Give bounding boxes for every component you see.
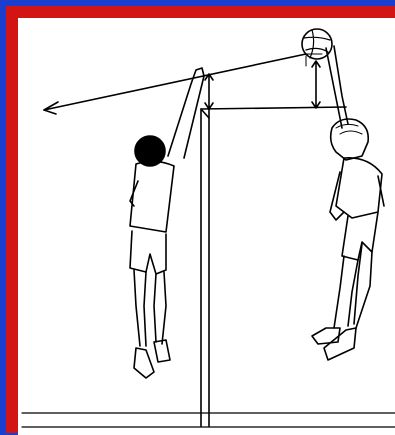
net-post	[201, 109, 209, 426]
blocker-figure	[130, 68, 204, 378]
spiker-figure	[312, 46, 384, 360]
net-top	[201, 107, 346, 118]
inner-border	[6, 6, 395, 433]
spike-height-arrow	[312, 61, 320, 108]
trajectory-arrow	[44, 54, 306, 110]
block-height-arrow	[205, 74, 213, 109]
volleyball-illustration	[18, 18, 395, 435]
illustration-canvas	[18, 18, 395, 435]
